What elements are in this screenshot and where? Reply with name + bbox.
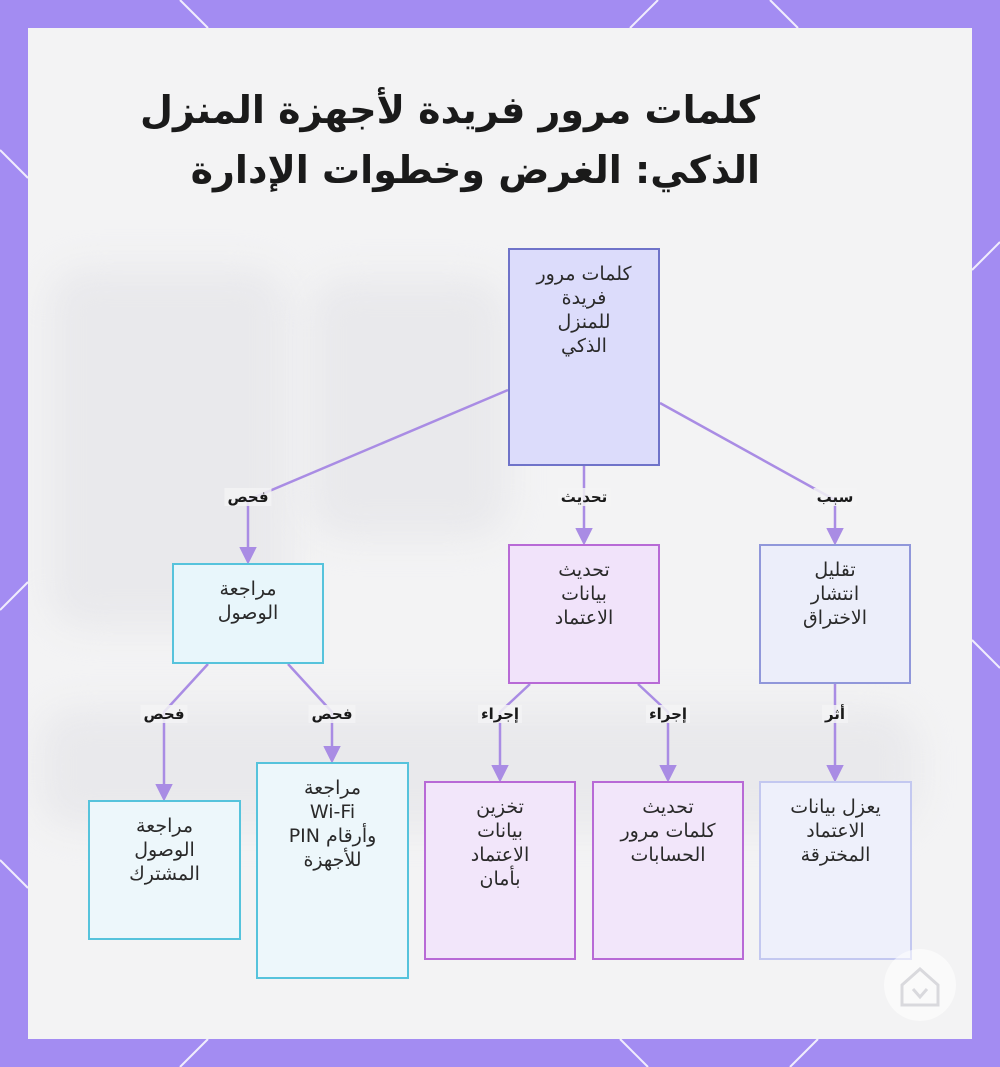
edge-label-check-left: فحص [140, 705, 188, 723]
node-root: كلمات مرور فريدة للمنزل الذكي [508, 248, 660, 466]
edge-label-action-left: إجراء [477, 705, 523, 723]
edge-label-cause: سبب [813, 488, 857, 506]
diagram-title: كلمات مرور فريدة لأجهزة المنزل الذكي: ال… [120, 80, 760, 200]
node-wifi-pin-review: مراجعة Wi-Fi وأرقام PIN للأجهزة [256, 762, 409, 979]
edge-label-check: فحص [224, 488, 272, 506]
node-secure-storage: تخزين بيانات الاعتماد بأمان [424, 781, 576, 960]
house-shield-icon [884, 949, 956, 1021]
node-access-review: مراجعة الوصول [172, 563, 324, 664]
node-shared-access-review: مراجعة الوصول المشترك [88, 800, 241, 940]
title-line-2: الذكي: الغرض وخطوات الإدارة [190, 148, 760, 192]
node-isolate-breached-label: يعزل بيانات الاعتماد المخترقة [790, 796, 881, 866]
node-isolate-breached: يعزل بيانات الاعتماد المخترقة [759, 781, 912, 960]
node-root-label: كلمات مرور فريدة للمنزل الذكي [536, 263, 632, 357]
edge-root-to-access-review [239, 388, 509, 565]
edge-root-to-reduce-spread [659, 401, 844, 546]
edge-label-action-right: إجراء [645, 705, 691, 723]
edge-update-to-secure-storage [491, 683, 531, 783]
edge-label-update: تحديث [557, 488, 611, 506]
edge-update-to-account-passwords [637, 683, 677, 783]
node-reduce-spread-label: تقليل انتشار الاختراق [802, 559, 868, 629]
node-update-account-passwords: تحديث كلمات مرور الحسابات [592, 781, 744, 960]
node-reduce-spread: تقليل انتشار الاختراق [759, 544, 911, 684]
background-blur-shape [308, 278, 508, 538]
edge-label-check-right: فحص [308, 705, 356, 723]
node-access-review-label: مراجعة الوصول [217, 578, 279, 624]
node-wifi-pin-review-label: مراجعة Wi-Fi وأرقام PIN للأجهزة [288, 777, 377, 871]
node-update-account-passwords-label: تحديث كلمات مرور الحسابات [620, 796, 716, 866]
edge-access-review-to-shared [155, 663, 209, 802]
title-line-1: كلمات مرور فريدة لأجهزة المنزل [139, 88, 760, 132]
node-shared-access-review-label: مراجعة الوصول المشترك [129, 815, 200, 885]
node-update-credentials: تحديث بيانات الاعتماد [508, 544, 660, 684]
node-update-credentials-label: تحديث بيانات الاعتماد [554, 559, 614, 629]
edge-label-effect: أثر [821, 705, 849, 723]
node-secure-storage-label: تخزين بيانات الاعتماد بأمان [470, 796, 530, 890]
